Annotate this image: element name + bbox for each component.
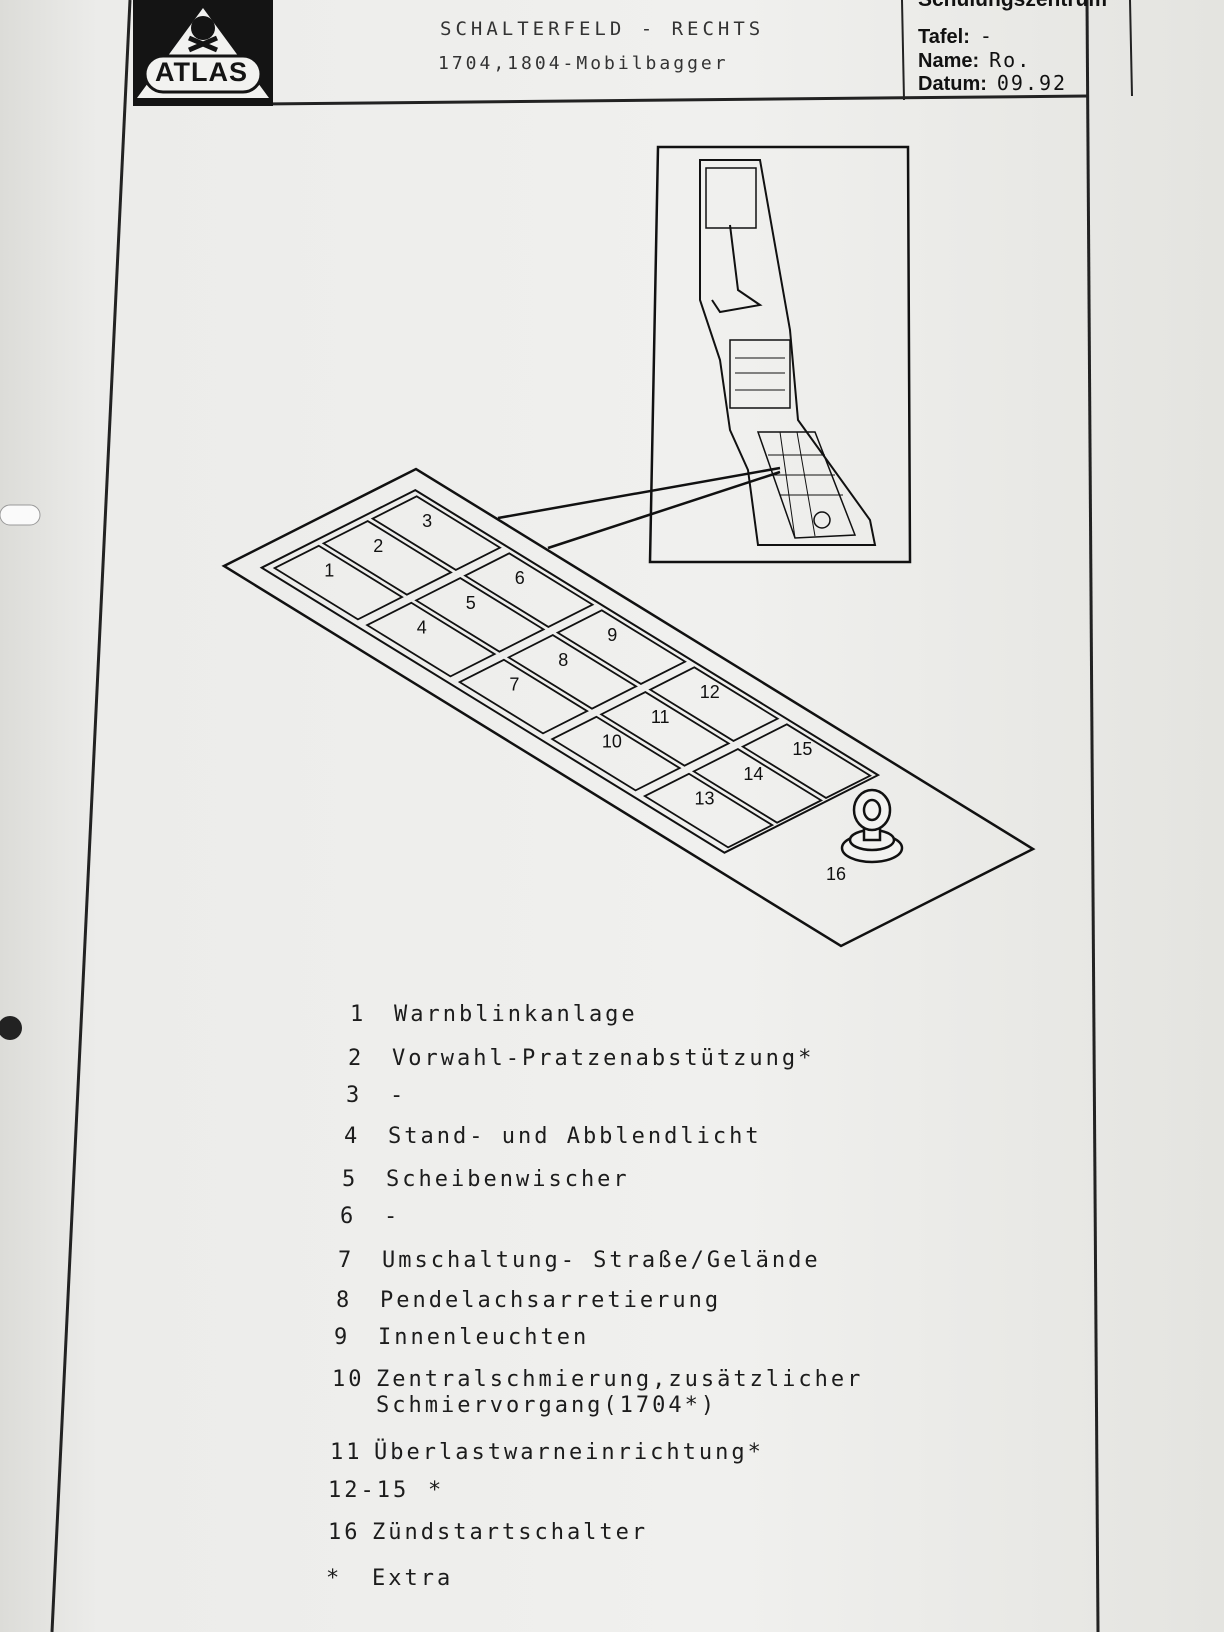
- legend-num: 2: [348, 1046, 365, 1071]
- switch-label: 12: [700, 682, 720, 702]
- switch-cell: [550, 715, 682, 792]
- switch-label: 14: [743, 764, 763, 784]
- legend-item: 16 Zündstartschalter: [328, 1520, 648, 1545]
- legend-num: *: [326, 1566, 343, 1591]
- legend-num: 7: [338, 1248, 355, 1273]
- switch-cell: [457, 658, 589, 735]
- meta-value: 09.92: [996, 71, 1068, 95]
- atlas-logo: [133, 0, 273, 106]
- legend-num: 4: [344, 1124, 361, 1149]
- switch-cell: [740, 723, 873, 799]
- legend-text: Scheibenwischer: [386, 1167, 630, 1192]
- legend-item: 12-15 *: [328, 1478, 444, 1503]
- legend-text: Pendelachsarretierung: [380, 1288, 722, 1313]
- legend-text: Umschaltung- Straße/Gelände: [382, 1248, 821, 1273]
- org-name: Schulungszentrum: [918, 0, 1107, 12]
- legend-item: 1 Warnblinkanlage: [350, 1002, 638, 1027]
- switch-cell: [321, 520, 453, 596]
- meta-label: Tafel:: [918, 26, 970, 48]
- legend-text: Extra: [372, 1566, 454, 1591]
- legend-text: Vorwahl-Pratzenabstützung*: [392, 1046, 815, 1071]
- switch-label: 9: [607, 625, 617, 645]
- switch-label: 11: [651, 707, 670, 727]
- meta-label: Name:: [918, 50, 980, 72]
- switch-cell: [506, 634, 638, 710]
- legend-num: 3: [346, 1083, 363, 1108]
- legend-item: 2 Vorwahl-Pratzenabstützung*: [348, 1046, 814, 1071]
- legend-num: 10: [332, 1367, 365, 1392]
- legend-num: 8: [336, 1288, 353, 1313]
- legend-text: Innenleuchten: [378, 1325, 590, 1350]
- meta-tafel: Tafel:-: [918, 24, 994, 49]
- legend-num: 1: [350, 1002, 367, 1027]
- legend-text: Zentralschmierung,zusätzlicher Schmiervo…: [376, 1367, 864, 1418]
- switch-panel: [221, 467, 1036, 948]
- switch-label: 6: [515, 568, 525, 588]
- switch-label: 15: [792, 739, 812, 759]
- switch-cell: [463, 552, 595, 628]
- meta-name: Name: Ro.: [918, 48, 1031, 73]
- legend-text: Zündstartschalter: [372, 1520, 649, 1545]
- switch-cell: [414, 577, 546, 653]
- switch-label: 8: [558, 650, 568, 670]
- legend-item: 11 Überlastwarneinrichtung*: [330, 1440, 764, 1465]
- switch-cell: [370, 495, 502, 571]
- switch-label: 4: [417, 618, 427, 638]
- legend-text: Stand- und Abblendlicht: [388, 1124, 762, 1149]
- panel-outline: [221, 467, 1036, 948]
- logo-text: ATLAS: [155, 57, 248, 87]
- switch-cell: [272, 544, 404, 621]
- legend-item: 9 Innenleuchten: [334, 1325, 589, 1350]
- document-title: SCHALTERFELD - RECHTS: [440, 18, 765, 40]
- legend-item: 3-: [346, 1083, 406, 1108]
- legend-item: 7 Umschaltung- Straße/Gelände: [338, 1248, 821, 1273]
- legend-text: *: [428, 1478, 445, 1503]
- switch-cell: [642, 772, 775, 849]
- legend-item: 4 Stand- und Abblendlicht: [344, 1124, 762, 1149]
- legend-num: 6: [340, 1204, 357, 1229]
- meta-value: -: [979, 24, 994, 48]
- switch-cell: [365, 601, 497, 678]
- switch-label: 7: [509, 675, 519, 695]
- switch-label: 5: [466, 593, 476, 613]
- switch-label: 1: [324, 561, 334, 581]
- legend-item: 5 Scheibenwischer: [342, 1167, 630, 1192]
- panel-inner-frame: [259, 488, 881, 854]
- legend-num: 12-15: [328, 1478, 410, 1503]
- legend-text: -: [384, 1204, 401, 1229]
- legend-num: 5: [342, 1167, 359, 1192]
- legend-item: 6-: [340, 1204, 400, 1229]
- switch-label: 13: [694, 789, 714, 809]
- switch-label: 2: [373, 536, 383, 556]
- console-inset: [497, 145, 912, 564]
- legend-text: Überlastwarneinrichtung*: [374, 1440, 764, 1465]
- document-subtitle: 1704,1804-Mobilbagger: [438, 53, 729, 74]
- switch-cell: [648, 666, 780, 742]
- meta-datum: Datum: 09.92: [918, 71, 1067, 96]
- switch-cell: [555, 609, 687, 685]
- meta-value: Ro.: [989, 48, 1032, 72]
- legend-item: 8 Pendelachsarretierung: [336, 1288, 721, 1313]
- legend-text: -: [390, 1083, 407, 1108]
- switch-cell: [599, 691, 731, 767]
- ignition-key-icon: [840, 788, 904, 864]
- switch-label: 10: [602, 732, 622, 752]
- legend-num: 16: [328, 1520, 361, 1545]
- legend-item: 10 Zentralschmierung,zusätzlicher Schmier…: [332, 1367, 863, 1419]
- legend-item: * Extra: [326, 1566, 453, 1591]
- legend-text: Warnblinkanlage: [394, 1002, 638, 1027]
- legend-num: 11: [330, 1440, 363, 1465]
- switch-label: 3: [422, 511, 432, 531]
- switch-label: 16: [826, 864, 846, 884]
- switch-cell: [691, 748, 824, 824]
- legend-num: 9: [334, 1325, 351, 1350]
- meta-label: Datum:: [918, 73, 987, 95]
